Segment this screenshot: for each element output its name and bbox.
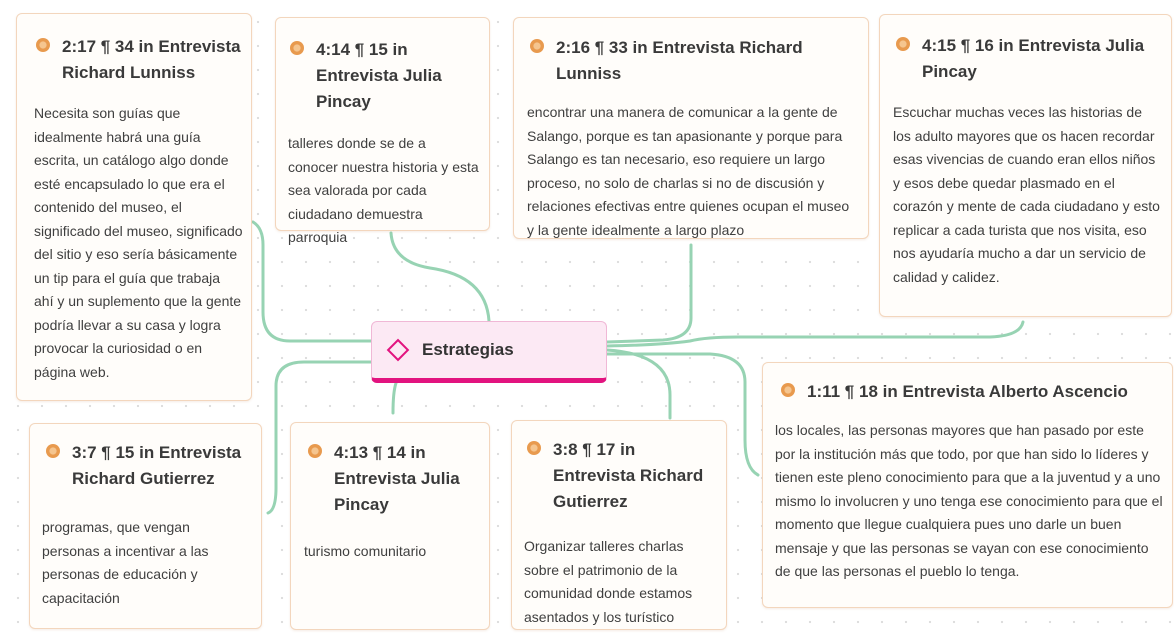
quote-card-7[interactable]: 3:8 ¶ 17 in Entrevista Richard Gutierrez… xyxy=(511,420,727,630)
card-title: 2:16 ¶ 33 in Entrevista Richard Lunniss xyxy=(556,38,803,83)
quote-card-3[interactable]: 2:16 ¶ 33 in Entrevista Richard Lunniss … xyxy=(513,17,869,239)
quote-card-4[interactable]: 4:15 ¶ 16 in Entrevista Julia Pincay Esc… xyxy=(879,14,1172,317)
quote-card-1[interactable]: 2:17 ¶ 34 in Entrevista Richard Lunniss … xyxy=(16,13,252,401)
card-title: 3:7 ¶ 15 in Entrevista Richard Gutierrez xyxy=(72,443,242,488)
quote-icon xyxy=(781,383,795,397)
connector-c3 xyxy=(605,243,693,344)
quote-card-5[interactable]: 3:7 ¶ 15 in Entrevista Richard Gutierrez… xyxy=(29,423,262,629)
card-title: 4:15 ¶ 16 in Entrevista Julia Pincay xyxy=(922,36,1145,81)
quote-icon xyxy=(527,441,541,455)
central-topic[interactable]: Estrategias xyxy=(371,321,607,383)
connector-c6 xyxy=(391,381,398,415)
card-title: 4:14 ¶ 15 in Entrevista Julia Pincay xyxy=(316,40,442,111)
card-body: Necesita son guías que idealmente habrá … xyxy=(34,105,243,380)
quote-icon xyxy=(896,37,910,51)
diamond-icon xyxy=(386,338,410,362)
card-body: programas, que vengan personas a incenti… xyxy=(42,519,209,606)
quote-icon xyxy=(46,444,60,458)
quote-card-6[interactable]: 4:13 ¶ 14 in Entrevista Julia Pincay tur… xyxy=(290,422,490,630)
card-body: turismo comunitario xyxy=(304,543,427,559)
card-title: 1:11 ¶ 18 in Entrevista Alberto Ascencio xyxy=(807,382,1128,401)
card-title: 3:8 ¶ 17 in Entrevista Richard Gutierrez xyxy=(553,440,704,511)
quote-card-8[interactable]: 1:11 ¶ 18 in Entrevista Alberto Ascencio… xyxy=(762,362,1173,608)
connector-c7 xyxy=(605,348,672,420)
card-body: los locales, las personas mayores que ha… xyxy=(775,422,1163,579)
quote-icon xyxy=(530,39,544,53)
card-body: talleres donde se de a conocer nuestra h… xyxy=(288,135,479,245)
quote-card-2[interactable]: 4:14 ¶ 15 in Entrevista Julia Pincay tal… xyxy=(275,17,490,245)
card-title: 4:13 ¶ 14 in Entrevista Julia Pincay xyxy=(334,443,460,514)
card-body: Escuchar muchas veces las historias de l… xyxy=(893,104,1160,285)
connector-c4 xyxy=(605,320,1025,348)
card-body: encontrar una manera de comunicar a la g… xyxy=(527,104,850,238)
quote-icon xyxy=(36,38,50,52)
card-title: 2:17 ¶ 34 in Entrevista Richard Lunniss xyxy=(62,37,241,82)
quote-icon xyxy=(290,41,304,55)
central-topic-label: Estrategias xyxy=(422,340,514,359)
card-body: Organizar talleres charlas sobre el patr… xyxy=(524,538,693,625)
quote-icon xyxy=(308,444,322,458)
